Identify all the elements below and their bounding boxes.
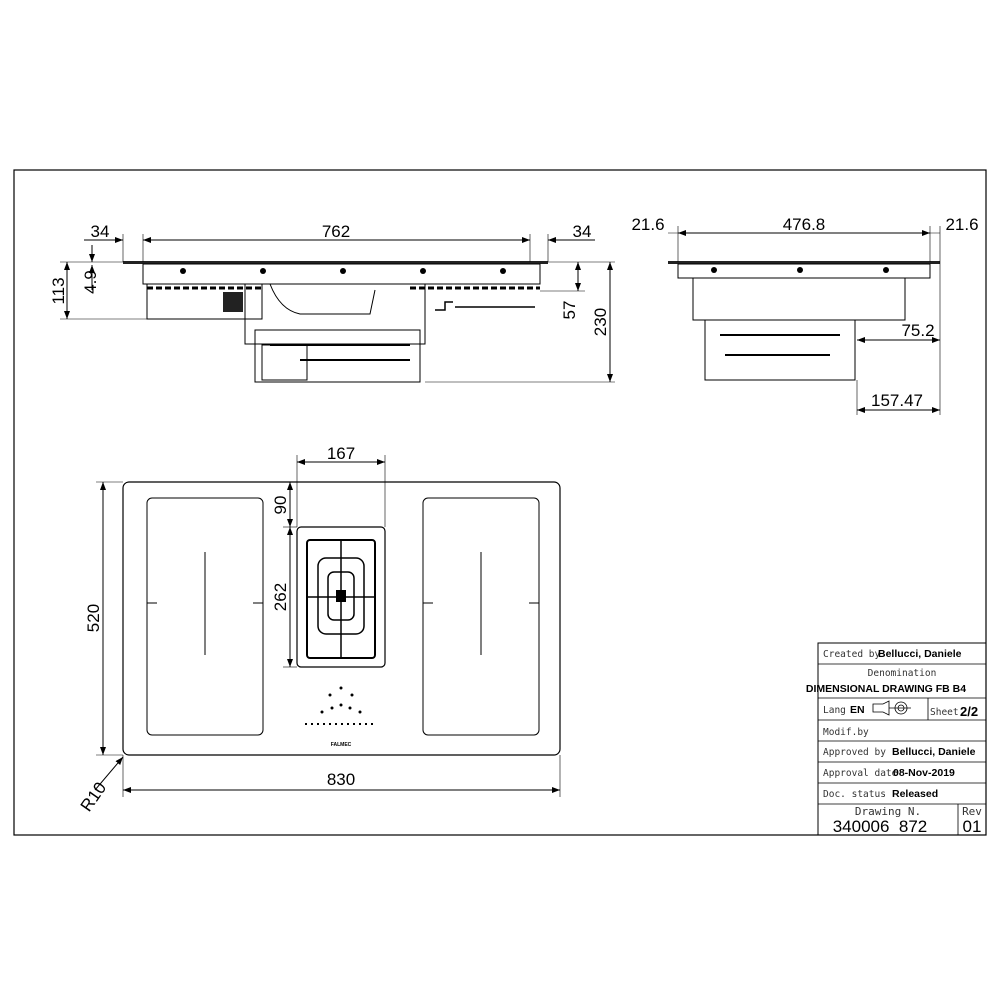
rev-label: Rev <box>962 805 982 818</box>
dim-r10: R10 <box>77 779 110 815</box>
created-by-label: Created by <box>823 649 880 660</box>
hob-outline <box>122 481 561 756</box>
dim-262: 262 <box>271 583 290 611</box>
approval-date-value: 08-Nov-2019 <box>893 767 955 779</box>
drawing-number-label: Drawing N. <box>855 805 921 818</box>
side-view <box>668 226 941 415</box>
dim-57: 57 <box>560 301 579 320</box>
dim-830: 830 <box>327 770 355 789</box>
dim-113: 113 <box>49 277 68 304</box>
title-block <box>817 642 987 836</box>
sheet-border <box>13 169 987 836</box>
modif-label: Modif.by <box>823 727 869 738</box>
drawing-number-value: 340006_872 <box>833 817 928 836</box>
dim-4-9: 4.9 <box>81 270 100 294</box>
extractor-vent <box>296 526 386 668</box>
dim-21-6-right: 21.6 <box>945 215 978 234</box>
dim-167: 167 <box>327 444 355 463</box>
denomination-label: Denomination <box>868 668 937 679</box>
dim-520: 520 <box>84 604 103 632</box>
approved-by-label: Approved by <box>823 747 886 758</box>
dim-230: 230 <box>591 308 610 336</box>
brand-logo: FALMEC <box>331 742 352 748</box>
lang-label: Lang <box>823 705 846 716</box>
doc-status-label: Doc. status <box>823 789 886 800</box>
dim-21-6-left: 21.6 <box>631 215 664 234</box>
sheet-label: Sheet <box>930 707 959 718</box>
sheet-value: 2/2 <box>960 704 978 719</box>
projection-symbol-icon <box>872 700 911 716</box>
dim-75-2: 75.2 <box>901 321 934 340</box>
rev-value: 01 <box>963 817 982 836</box>
dim-762: 762 <box>322 222 350 241</box>
dim-34-right: 34 <box>573 222 592 241</box>
cooking-zone-right <box>422 497 540 736</box>
touch-controls <box>305 686 375 725</box>
dim-476-8: 476.8 <box>783 215 826 234</box>
created-by-value: Bellucci, Daniele <box>878 648 962 660</box>
dim-34-left: 34 <box>91 222 110 241</box>
top-view: FALMEC <box>94 455 561 797</box>
doc-status-value: Released <box>892 788 938 800</box>
front-view <box>60 234 615 383</box>
dim-90: 90 <box>271 496 290 515</box>
approved-by-value: Bellucci, Daniele <box>892 746 976 758</box>
lang-value: EN <box>850 704 865 716</box>
approval-date-label: Approval date <box>823 768 898 779</box>
cooking-zone-left <box>146 497 264 736</box>
dim-157-47: 157.47 <box>871 391 923 410</box>
denomination-value: DIMENSIONAL DRAWING FB B4 <box>806 683 966 695</box>
